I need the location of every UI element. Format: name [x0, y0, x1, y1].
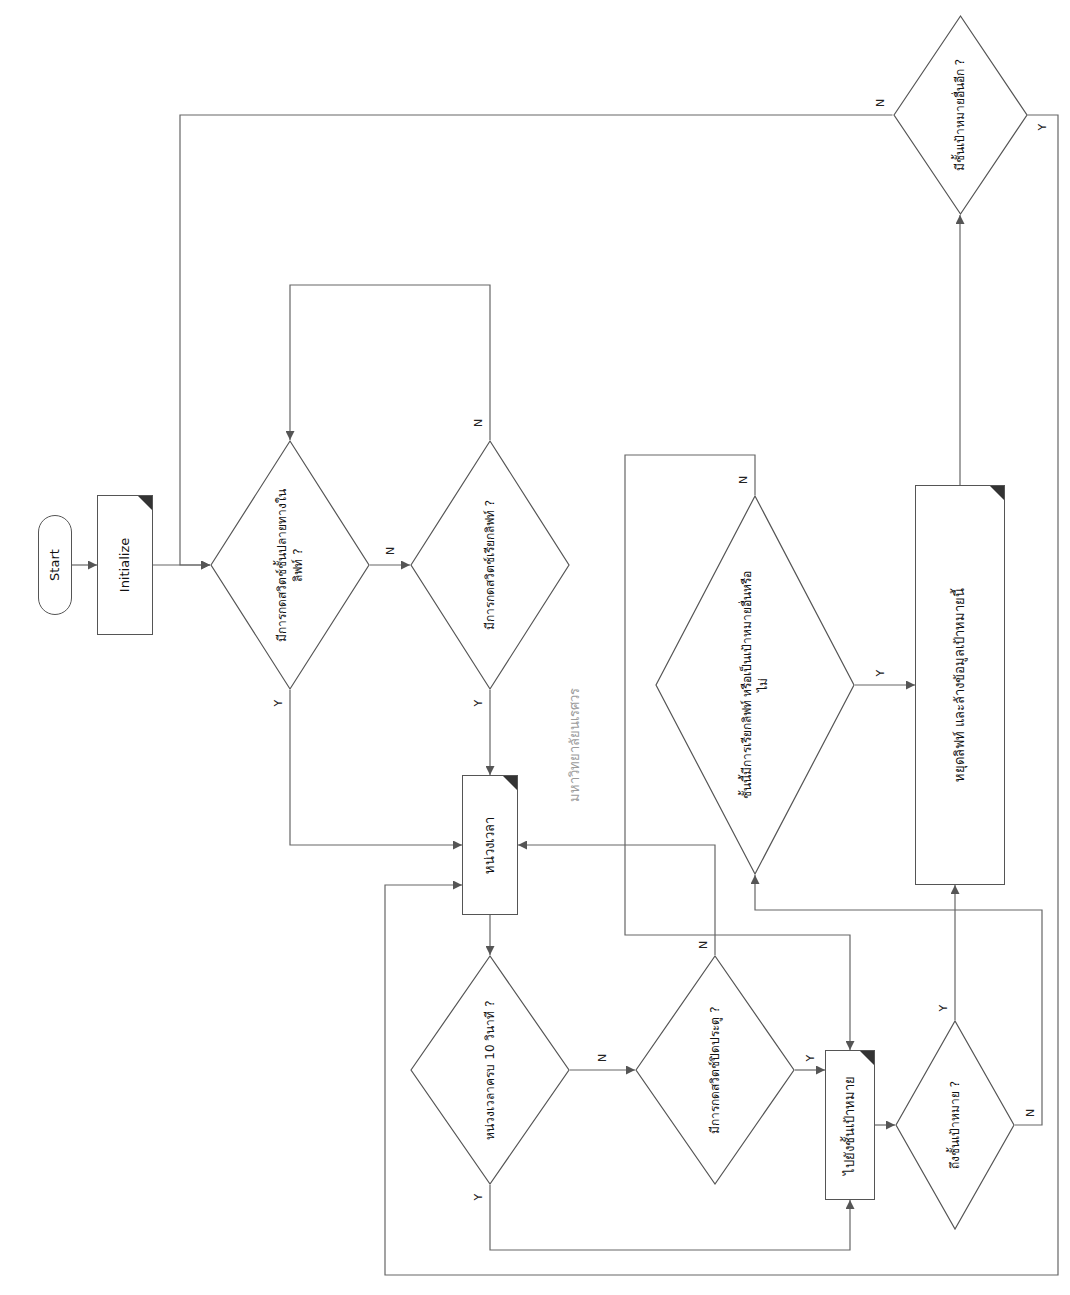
flow-connector: [855, 684, 915, 685]
flow-connector: [875, 1124, 895, 1125]
node-text: Initialize: [116, 538, 134, 592]
edge-label: Y: [874, 668, 887, 679]
subprocess-corner: [503, 776, 517, 790]
decision-diamond: หน่วงเวลาครบ 10 วินาที ?: [410, 955, 570, 1185]
decision-diamond: มีชั้นเป้าหมายอื่นอีก ?: [893, 15, 1028, 215]
edge-label: N: [596, 1052, 609, 1064]
edge-label: N: [874, 97, 887, 109]
diamond-outline: [211, 441, 369, 689]
flow-connector: [518, 845, 715, 955]
flow-connector: [489, 690, 490, 775]
flow-connector: [755, 875, 1042, 1125]
flow-connector: [290, 285, 490, 440]
edge-label: Y: [1036, 122, 1049, 133]
edge-label: N: [737, 474, 750, 486]
subprocess-corner: [990, 486, 1004, 500]
flow-connector: [489, 915, 490, 955]
diamond-outline: [656, 496, 854, 874]
decision-diamond: ชั้นนี้มีการเรียกลิฟท์ หรือเป็นเป้าหมายอ…: [655, 495, 855, 875]
node-text: หน่วงเวลา: [481, 817, 499, 874]
flow-connector: [954, 885, 955, 1020]
edge-label: N: [1024, 1107, 1037, 1119]
subprocess-corner: [138, 496, 152, 510]
node-text: มีการกดสวิตช์เรียกลิฟท์ ?: [482, 500, 498, 630]
subprocess-corner: [860, 1051, 874, 1065]
flow-connector: [795, 1069, 825, 1070]
edge-label: N: [472, 417, 485, 429]
process-box: หยุดลิฟท์ และล้างข้อมูลเป้าหมายนี้: [915, 485, 1005, 885]
node-text: ไปยังชั้นเป้าหมาย: [841, 1076, 859, 1175]
edge-label: Y: [472, 1192, 485, 1203]
flow-connector: [72, 564, 97, 565]
flow-connector: [370, 564, 410, 565]
subprocess-corner: [503, 776, 517, 790]
process-box: หน่วงเวลา: [462, 775, 518, 915]
node-text: มีการกดสวิตช์ปิดประตู ?: [707, 1006, 723, 1133]
flow-connector: [385, 115, 1058, 1275]
decision-diamond: มีการกดสวิตช์เรียกลิฟท์ ?: [410, 440, 570, 690]
process-box: Initialize: [97, 495, 153, 635]
node-text: หยุดลิฟท์ และล้างข้อมูลเป้าหมายนี้: [951, 588, 969, 782]
flow-connector: [490, 1185, 850, 1250]
diamond-outline: [894, 16, 1027, 214]
node-text: ชั้นนี้มีการเรียกลิฟท์ หรือเป็นเป้าหมายอ…: [739, 567, 771, 803]
subprocess-corner: [990, 486, 1004, 500]
decision-diamond: มีการกดสวิตช์ปิดประตู ?: [635, 955, 795, 1185]
diamond-outline: [896, 1021, 1014, 1229]
diamond-outline: [210, 440, 370, 690]
edge-label: N: [697, 939, 710, 951]
node-text: ถึงชั้นเป้าหมาย ?: [947, 1081, 963, 1169]
edge-label: Y: [272, 698, 285, 709]
start-terminal: Start: [38, 515, 72, 615]
diamond-outline: [411, 441, 569, 689]
flow-connector: [570, 1069, 635, 1070]
subprocess-corner: [860, 1051, 874, 1065]
flow-connector: [959, 215, 960, 485]
edge-label: Y: [804, 1053, 817, 1064]
flow-connector: [290, 690, 462, 845]
diamond-outline: [636, 956, 794, 1184]
edge-label: Y: [472, 698, 485, 709]
process-box: ไปยังชั้นเป้าหมาย: [825, 1050, 875, 1200]
edge-label: Y: [937, 1003, 950, 1014]
node-text: มีชั้นเป้าหมายอื่นอีก ?: [952, 59, 968, 171]
diamond-outline: [655, 495, 855, 875]
decision-diamond: ถึงชั้นเป้าหมาย ?: [895, 1020, 1015, 1230]
decision-diamond: มีการกดสวิตช์ชั้นปลายทางในลิฟท์ ?: [210, 440, 370, 690]
watermark-text: มหาวิทยาลัยนเรศวร: [567, 688, 583, 802]
node-text: หน่วงเวลาครบ 10 วินาที ?: [482, 1000, 498, 1139]
edge-label: N: [384, 545, 397, 557]
node-text: มีการกดสวิตช์ชั้นปลายทางในลิฟท์ ?: [274, 488, 306, 643]
node-text: Start: [46, 549, 64, 581]
subprocess-corner: [138, 496, 152, 510]
diamond-outline: [411, 956, 569, 1184]
